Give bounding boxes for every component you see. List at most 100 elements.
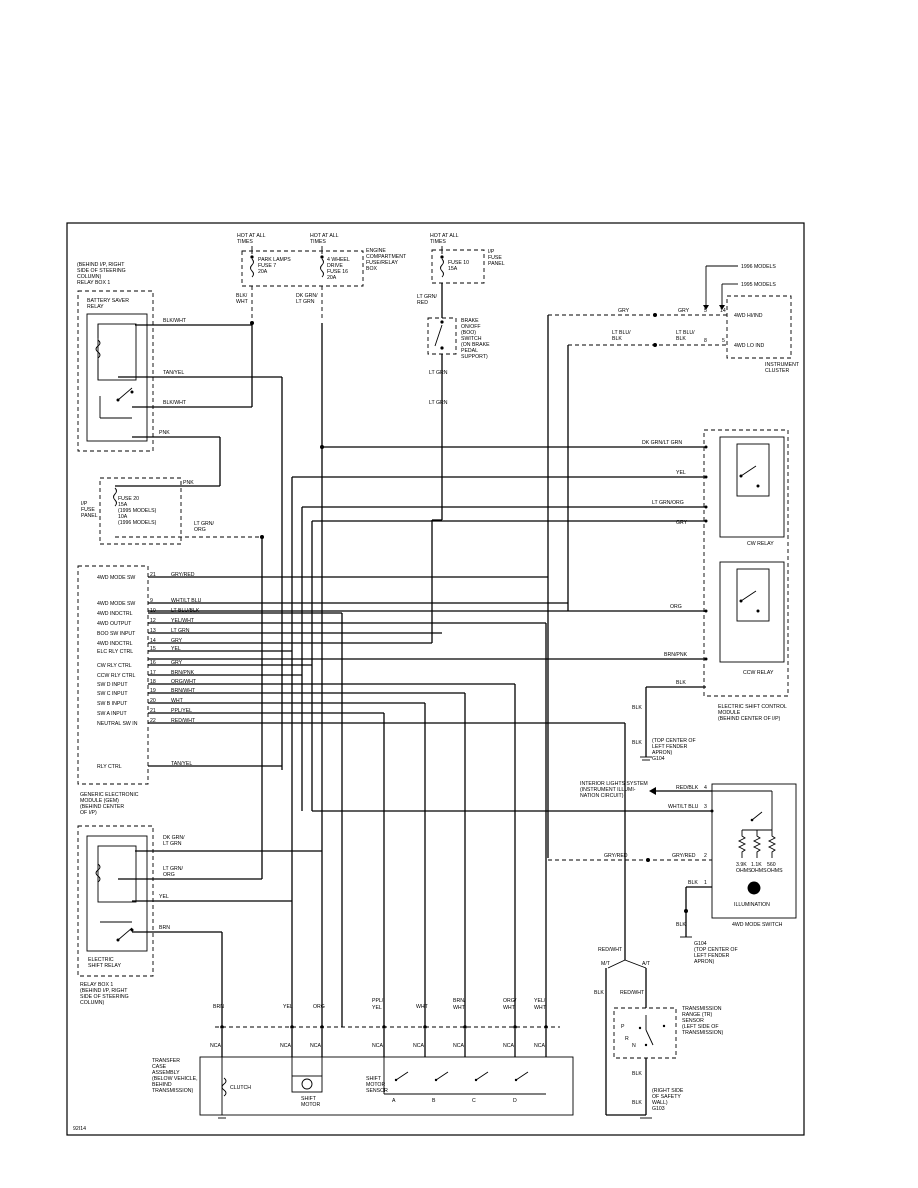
cluster-4wd-lo-ind: 4WD LO IND bbox=[734, 343, 765, 349]
ms-wire-red-blk: RED/BLK bbox=[676, 785, 699, 791]
ms-wire-gry-red-right: GRY/RED bbox=[672, 853, 696, 859]
cluster-pin-14: 14 bbox=[720, 308, 726, 314]
ms-wire-gry-red-left: GRY/RED bbox=[604, 853, 628, 859]
gem-horizontal-wires bbox=[148, 519, 625, 767]
gem-pin-number: 20 bbox=[150, 698, 156, 704]
escm-wire-gry: GRY bbox=[676, 520, 688, 526]
tr-r: R bbox=[625, 1036, 629, 1042]
wire-ltgrn-org-lower: LT GRN/ORG bbox=[163, 866, 184, 878]
shift-motor-sensor: A B C D bbox=[383, 1057, 546, 1104]
wire-pnk-2: PNK bbox=[183, 480, 194, 486]
gem-pin-number: 16 bbox=[150, 660, 156, 666]
gem-pin-number: 12 bbox=[150, 618, 156, 624]
ccw-relay-label: CCW RELAY bbox=[743, 670, 774, 676]
gem-wire-color: TAN/YEL bbox=[171, 761, 192, 767]
tc-wire-label: BRN/WHT bbox=[453, 998, 466, 1011]
gem-wire-color: GRY bbox=[171, 660, 183, 666]
ms-wire-blk: BLK bbox=[688, 880, 698, 886]
cw-relay-label: CW RELAY bbox=[747, 541, 774, 547]
wire-dkgrn-top: DK GRN/LT GRN bbox=[296, 293, 318, 305]
wire-brn-lower: BRN bbox=[159, 925, 170, 931]
tc-nca-label: NCA bbox=[210, 1043, 221, 1049]
tc-a: A bbox=[392, 1098, 396, 1104]
tc-nca-label: NCA bbox=[534, 1043, 545, 1049]
gem-wire-color: BRN/PNK bbox=[171, 670, 195, 676]
ms-pin-3: 3 bbox=[704, 804, 707, 810]
ip-fuse-box bbox=[431, 249, 485, 284]
transfer-case-wires: BRNNCAYELNCAORGNCAPPL/YELNCAWHTNCABRN/WH… bbox=[210, 998, 548, 1057]
escm-wire-org: ORG bbox=[670, 604, 682, 610]
tr-n: N bbox=[632, 1043, 636, 1049]
tc-nca-label: NCA bbox=[453, 1043, 464, 1049]
gem-pin-number: 21 bbox=[150, 708, 156, 714]
gem-wire-color: YEL bbox=[171, 646, 181, 652]
gem-pin-number: 17 bbox=[150, 670, 156, 676]
wire-dkgrn-lower: DK GRN/LT GRN bbox=[163, 835, 185, 847]
gem-wire-color: RED/WHT bbox=[171, 718, 196, 724]
tc-nca-label: NCA bbox=[413, 1043, 424, 1049]
cluster-wire-ltblu-blk-2: LT BLU/BLK bbox=[676, 330, 695, 342]
trunk-wires bbox=[261, 323, 324, 1027]
tr-at: A/T bbox=[642, 961, 651, 967]
gem-pin-number: 22 bbox=[150, 718, 156, 724]
gem-wire-color: GRY/RED bbox=[171, 572, 195, 578]
gem-wire-color: YEL/WHT bbox=[171, 618, 195, 624]
gem-pin-label: RLY CTRL bbox=[97, 764, 122, 770]
wire-yel-lower: YEL bbox=[159, 894, 169, 900]
tc-wire-label: ORG/WHT bbox=[503, 998, 517, 1011]
tc-nca-label: NCA bbox=[310, 1043, 321, 1049]
tr-wire-blk-2: BLK bbox=[632, 1071, 642, 1077]
tc-wire-label: YEL bbox=[283, 1004, 293, 1010]
tc-nca-label: NCA bbox=[503, 1043, 514, 1049]
relay-box-1-lower: DK GRN/LT GRN LT GRN/ORG YEL BRN ELECTRI… bbox=[77, 825, 322, 1027]
diagram-frame bbox=[66, 222, 805, 1136]
gem-pin-number: 18 bbox=[150, 679, 156, 685]
interior-lights-label: INTERIOR LIGHTS SYSTEM(INSTRUMENT ILLUMI… bbox=[580, 781, 648, 799]
connector-pin bbox=[320, 1025, 324, 1029]
ms-pin-2: 2 bbox=[704, 853, 707, 859]
cw-relay bbox=[719, 436, 785, 538]
gem-wire-color: WHT/LT BLU bbox=[171, 598, 202, 604]
cluster-4wd-hi-ind: 4WD HI/IND bbox=[734, 313, 763, 319]
transfer-case: BRNNCAYELNCAORGNCAPPL/YELNCAWHTNCABRN/WH… bbox=[152, 613, 574, 1119]
shift-motor bbox=[301, 1078, 313, 1090]
gem-pin-number: 21 bbox=[150, 572, 156, 578]
ms-illumination: ILLUMINATION bbox=[734, 902, 770, 908]
gem-pin-label: 4WD MODE SW bbox=[97, 575, 135, 581]
cluster-wire-gry: GRY bbox=[618, 308, 630, 314]
escm-wire-blk-2: BLK bbox=[632, 705, 642, 711]
gem-pin-number: 19 bbox=[150, 688, 156, 694]
gem-pin-number: 9 bbox=[150, 598, 153, 604]
tr-wire-red-wht: RED/WHT bbox=[598, 947, 623, 953]
escm-wire-blk-3: BLK bbox=[632, 740, 642, 746]
tr-wire-red-wht-2: RED/WHT bbox=[620, 990, 645, 996]
engine-fuse-box bbox=[241, 250, 364, 287]
gem-pin-label: 4WD OUTPUT bbox=[97, 621, 132, 627]
tr-mt: M/T bbox=[601, 961, 611, 967]
tr-p: P bbox=[621, 1024, 625, 1030]
cluster-wire-gry-2: GRY bbox=[678, 308, 690, 314]
gem-pin-label: ELC RLY CTRL bbox=[97, 649, 133, 655]
tc-nca-label: NCA bbox=[372, 1043, 383, 1049]
tc-wire-label: PPL/YEL bbox=[372, 998, 384, 1011]
wire-tanyel-1: TAN/YEL bbox=[163, 370, 184, 376]
escm-wire-dkgrn: DK GRN/LT GRN bbox=[642, 440, 682, 446]
